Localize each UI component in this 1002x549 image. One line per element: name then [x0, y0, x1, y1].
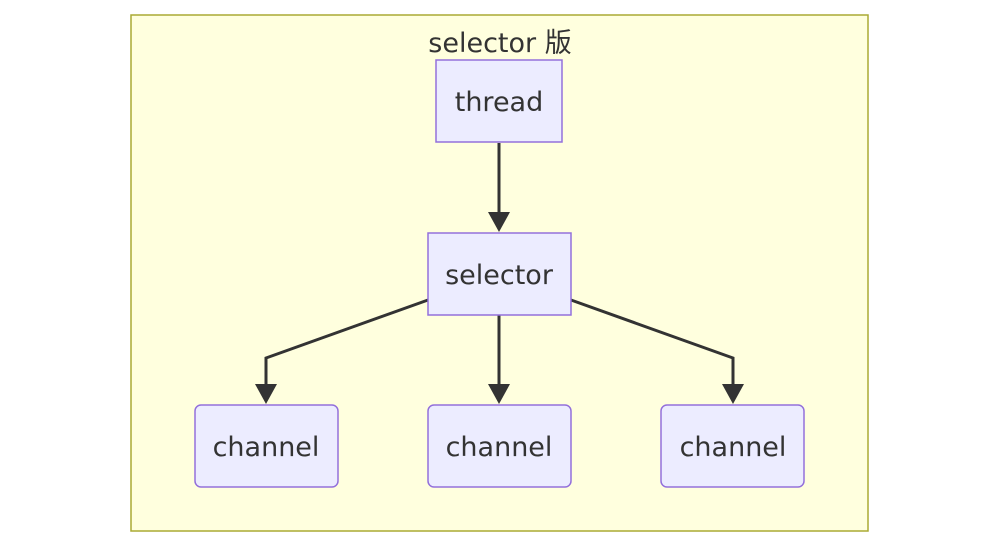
edge-selector-to-channel-3 — [570, 298, 735, 385]
arrowhead-selector-to-channel-1 — [255, 384, 277, 404]
edges — [255, 143, 744, 404]
node-selector: selector — [427, 232, 572, 316]
node-selector-label: selector — [445, 260, 554, 291]
node-thread-box — [435, 59, 563, 143]
arrowhead-selector-to-channel-3 — [722, 384, 744, 404]
node-channel-1-box — [194, 404, 339, 488]
node-channel-2-label: channel — [446, 432, 553, 463]
node-channel-3-box — [660, 404, 805, 488]
node-selector-box — [427, 232, 572, 316]
node-channel-2: channel — [427, 404, 572, 488]
node-thread-label: thread — [455, 87, 544, 118]
node-thread: thread — [435, 59, 563, 143]
node-channel-3-label: channel — [680, 432, 787, 463]
edge-selector-to-channel-1 — [264, 298, 429, 385]
node-channel-1: channel — [194, 404, 339, 488]
node-channel-2-box — [427, 404, 572, 488]
arrowhead-selector-to-channel-2 — [488, 384, 510, 404]
node-channel-3: channel — [660, 404, 805, 488]
cluster-label: selector 版 — [428, 28, 571, 59]
node-channel-1-label: channel — [213, 432, 320, 463]
arrowhead-thread-to-selector — [488, 212, 510, 232]
